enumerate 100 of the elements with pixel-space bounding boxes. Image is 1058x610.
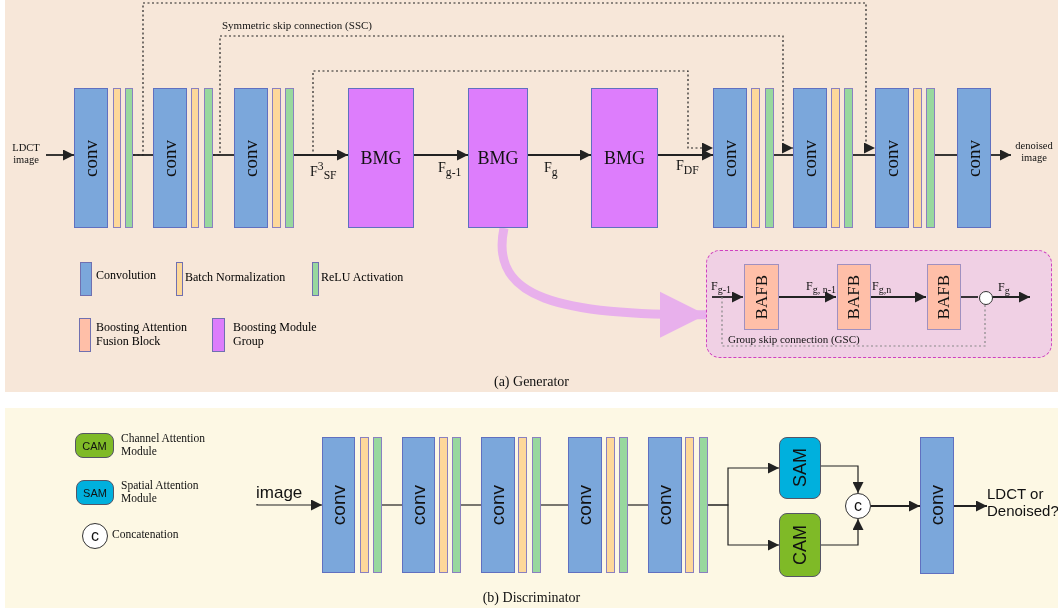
activation-bar [452,437,461,573]
normalization-bar [751,88,760,228]
arrow [953,500,988,512]
concatenation-node: c [82,523,108,549]
arrow [820,465,864,494]
module-block: BMG [468,88,528,228]
connector-line [627,504,649,506]
normalization-bar [606,437,615,573]
arrow [657,149,714,161]
legend-label: Batch Normalization [185,270,286,285]
legend-label: ReLU Activation [321,270,404,285]
arrow [413,149,469,161]
description-label: Channel Attention Module [121,432,206,459]
skip-connection-arrow [132,2,876,156]
normalization-bar [439,437,448,573]
conv-block: conv [648,437,682,573]
connector-line [959,296,979,298]
arrow [869,291,927,303]
arrow [497,227,707,338]
edge-label: F$_{g}$ [544,160,558,179]
conv-block: conv [713,88,747,228]
activation-bar [765,88,774,228]
conv-block: conv [875,88,909,228]
panel-background [5,0,1058,392]
arrow [777,291,837,303]
concatenation-node: c [845,493,871,519]
edge-label: Group skip connection (GSC) [728,333,860,345]
conv-block: conv [481,437,515,573]
skip-connection-arrow [212,35,794,156]
edge-label: F$_{g, n-1}$ [806,279,837,296]
connector-line [132,154,154,156]
panel-background [5,408,1058,608]
attention-module: CAM [779,513,821,577]
io-label: LDCT image [6,142,46,170]
arrow [870,500,921,512]
connector-line [381,504,403,506]
conv-block: conv [234,88,268,228]
module-block: BAFB [927,264,961,330]
activation-bar [699,437,708,573]
panel-caption: (b) Discriminator [481,590,582,606]
edge-label: F$_{g}$ [998,280,1010,297]
sum-node [979,291,993,305]
arrow [256,499,323,511]
arrow [707,504,780,551]
activation-bar [926,88,935,228]
description-label: Spatial Attention Module [121,479,200,506]
connector-line [934,154,958,156]
connector-line [540,504,569,506]
connector-line [460,504,482,506]
normalization-bar [913,88,922,228]
attention-module: CAM [75,433,114,458]
activation-bar [373,437,382,573]
normalization-bar [191,88,199,228]
edge-label: F$_{g,n}$ [872,279,892,296]
legend-label: Boosting Module Group [233,320,318,349]
normalization-bar [685,437,694,573]
conv-block: conv [402,437,435,573]
attention-module: SAM [76,480,114,505]
activation-bar [619,437,628,573]
conv-block: conv [920,437,954,574]
connector-line [212,154,235,156]
attention-module: SAM [779,437,821,499]
group-frame [706,250,1052,358]
normalization-bar [272,88,281,228]
legend-label: Convolution [96,268,156,283]
arrow [527,149,592,161]
module-block: BAFB [744,264,779,330]
activation-bar [844,88,853,228]
module-block: BAFB [837,264,871,330]
panel-caption: (a) Generator [493,374,570,390]
normalization-bar [518,437,527,573]
io-label: denoised image [1011,140,1057,170]
io-label: LDCT or Denoised? [987,486,1057,526]
arrow [293,149,349,161]
conv-block: conv [322,437,355,573]
connector-line [773,154,794,156]
conv-block: conv [153,88,187,228]
io-label: image [256,484,312,504]
conv-block: conv [568,437,602,573]
edge-label: Symmetric skip connection (SSC) [222,19,372,31]
arrow [991,291,1031,303]
edge-label: F$_{g-1}$ [711,279,732,296]
arrow [711,291,744,303]
normalization-bar [360,437,369,573]
module-block: BMG [348,88,414,228]
arrow [820,518,864,546]
connector-line [852,154,876,156]
module-block: BMG [591,88,658,228]
skip-connection-line [721,296,986,347]
edge-label: F$_{g-1}$ [438,160,462,179]
arrow [45,149,75,161]
normalization-bar [113,88,121,228]
edge-label: F$_{DF}$ [676,158,699,177]
conv-block: conv [793,88,827,228]
legend-label: Boosting Attention Fusion Block [96,320,188,349]
conv-block: conv [74,88,108,228]
description-label: Concatenation [112,528,180,542]
activation-bar [532,437,541,573]
activation-bar [125,88,133,228]
activation-bar [285,88,294,228]
